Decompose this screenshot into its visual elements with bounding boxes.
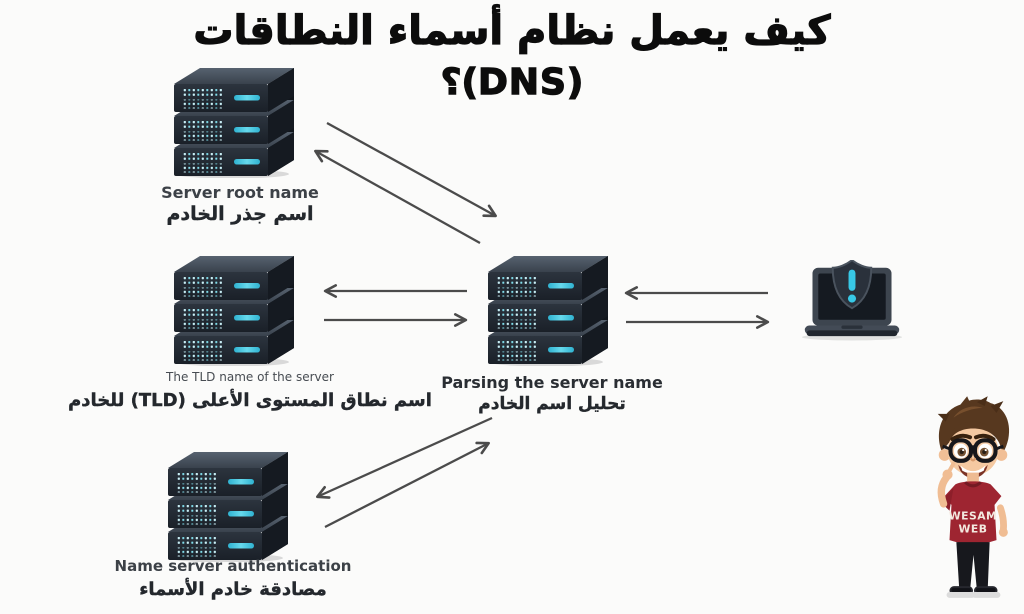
wesam-web-mascot: WESAM WEB bbox=[937, 396, 1010, 598]
tld-server-label-en: The TLD name of the server bbox=[166, 370, 334, 384]
shirt-text-line2: WEB bbox=[959, 522, 988, 535]
server-stack-icon-root bbox=[170, 64, 298, 178]
laptop-shield-alert-icon bbox=[800, 260, 904, 341]
root-server-label-ar: اسم جذر الخادم bbox=[166, 203, 314, 225]
arrow-root-to-resolver bbox=[326, 121, 497, 218]
server-stack-icon-tld bbox=[170, 252, 298, 366]
mascot-smile bbox=[958, 464, 988, 479]
mascot-shirt: WESAM WEB bbox=[944, 481, 1002, 545]
shirt-text-line1: WESAM bbox=[949, 510, 997, 523]
tld-server-label-ar: اسم نطاق المستوى الأعلى (TLD) للخادم bbox=[68, 390, 432, 411]
auth-server-label-ar: مصادقة خادم الأسماء bbox=[139, 579, 327, 600]
arrow-resolver-to-auth bbox=[315, 416, 493, 499]
arrow-auth-to-resolver bbox=[324, 441, 490, 529]
mascot-ear bbox=[938, 449, 951, 461]
auth-server-label-en: Name server authentication bbox=[114, 557, 352, 575]
mascot-arms bbox=[937, 461, 1008, 537]
page-title-dns: ؟(DNS) bbox=[440, 61, 584, 103]
root-server-label-en: Server root name bbox=[161, 183, 319, 202]
mascot-hair bbox=[937, 396, 1010, 453]
server-stack-icon-auth bbox=[164, 448, 292, 562]
page-title: كيف يعمل نظام أسماء النطاقات bbox=[193, 7, 831, 54]
mascot-eyes bbox=[953, 443, 993, 459]
mascot-shoes bbox=[946, 586, 1001, 598]
mascot-pants bbox=[956, 542, 990, 591]
mascot-ear bbox=[995, 449, 1008, 461]
resolver-server-label-en: Parsing the server name bbox=[441, 373, 663, 392]
mascot-glasses-icon bbox=[942, 438, 1004, 463]
arrow-resolver-to-root bbox=[314, 149, 481, 245]
server-stack-icon-resolver bbox=[484, 252, 612, 366]
resolver-server-label-ar: تحليل اسم الخادم bbox=[478, 394, 626, 414]
